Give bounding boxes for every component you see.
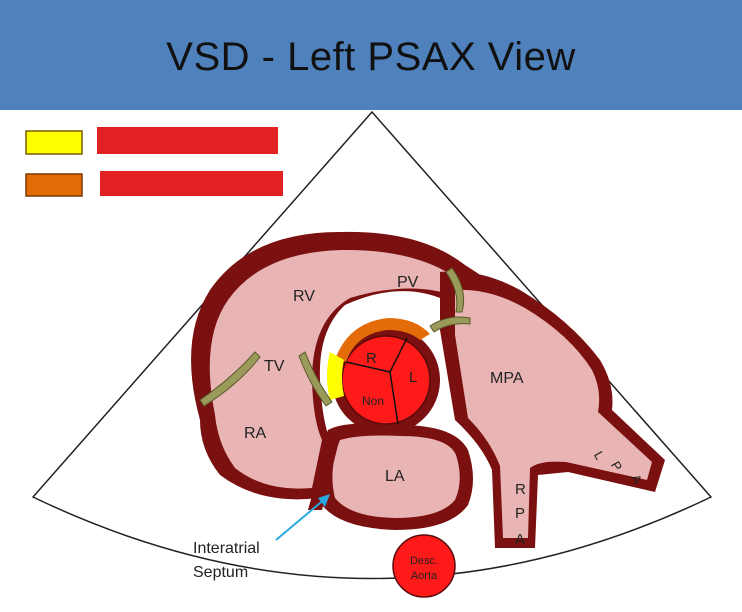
pulmonary-leaflet-1 [445, 267, 465, 313]
legend-swatch-orange [25, 173, 83, 197]
label-rpa-a: A [515, 531, 525, 548]
label-desc: Desc. [410, 555, 438, 567]
right-heart-chamber [209, 249, 462, 489]
legend-bar-2 [100, 171, 283, 196]
label-left-cusp: L [409, 369, 417, 386]
label-aorta: Aorta [411, 570, 438, 582]
title-bar: VSD - Left PSAX View [0, 0, 742, 110]
label-pv: PV [397, 274, 419, 291]
label-la: LA [385, 468, 405, 485]
septum-pointer-line [275, 497, 327, 541]
label-ra: RA [244, 425, 267, 442]
interatrial-septum [308, 445, 338, 510]
label-right-cusp: R [366, 350, 377, 367]
label-interatrial: Interatrial [193, 540, 260, 557]
label-septum: Septum [193, 564, 248, 581]
aortic-cusp-lines [345, 337, 408, 425]
label-rpa-p: P [515, 505, 525, 522]
label-tv: TV [264, 358, 285, 375]
pulmonary-artery-lumen [455, 289, 652, 538]
septum-pointer-arrowhead [318, 494, 330, 507]
label-mpa: MPA [490, 370, 524, 387]
tricuspid-leaflet-2 [298, 351, 333, 407]
left-atrium-chamber [332, 435, 460, 518]
slide-title: VSD - Left PSAX View [166, 34, 576, 79]
legend-swatch-yellow [25, 130, 83, 155]
tricuspid-leaflet-1 [199, 351, 261, 407]
label-rv: RV [293, 288, 315, 305]
legend-bar-1 [97, 127, 278, 154]
yellow-defect-arc [327, 352, 344, 400]
label-rpa-r: R [515, 481, 526, 498]
label-non-cusp: Non [362, 394, 384, 408]
orange-defect-arc [336, 318, 430, 362]
descending-aorta [392, 534, 456, 598]
pulmonary-leaflet-2 [429, 316, 471, 333]
